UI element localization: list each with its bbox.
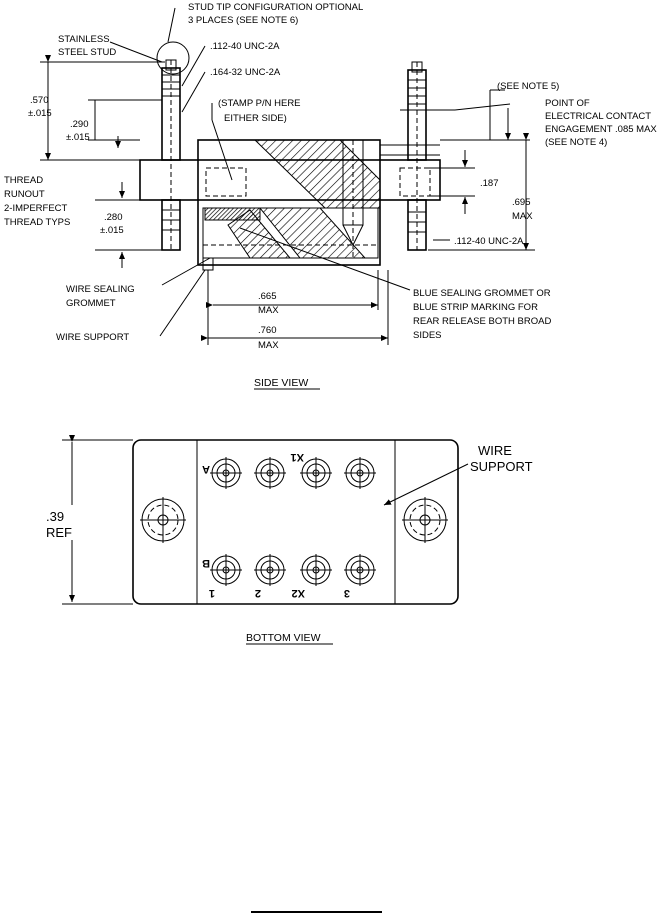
thread-lines — [162, 74, 180, 231]
callout-contact-line2: ELECTRICAL CONTACT — [545, 111, 651, 122]
side-view-labels: STUD TIP CONFIGURATION OPTIONAL 3 PLACES… — [4, 2, 657, 390]
right-mounting-stud — [402, 497, 448, 543]
wire-support-line2: SUPPORT — [470, 459, 533, 474]
callout-see-note5: (SEE NOTE 5) — [497, 81, 559, 92]
callout-runout-line3: 2-IMPERFECT — [4, 203, 68, 214]
callout-runout-line4: THREAD TYPS — [4, 217, 70, 228]
callout-blue-line3: REAR RELEASE BOTH BROAD — [413, 316, 551, 327]
callout-thread-112-bottom: .112-40 UNC-2A — [454, 236, 524, 247]
dim-665-max: MAX — [258, 305, 279, 316]
leader-lines — [109, 7, 511, 337]
right-stud — [407, 61, 427, 251]
dim-570: .570 — [30, 95, 49, 106]
side-view-title: SIDE VIEW — [254, 377, 308, 389]
pin-label-X2: X2 — [292, 587, 305, 599]
cavity-2 — [254, 554, 286, 586]
dim-290-tol: ±.015 — [66, 132, 90, 143]
stud-tip-circle — [156, 41, 190, 75]
dim-695: .695 — [512, 197, 531, 208]
callout-contact-line1: POINT OF — [545, 98, 590, 109]
pin-label-A: A — [202, 463, 210, 475]
bottom-view: A X1 B 1 2 X2 3 .39 REF WIRE SUPPORT BOT… — [46, 435, 533, 645]
left-stud — [156, 41, 190, 251]
callout-contact-line4: (SEE NOTE 4) — [545, 137, 607, 148]
callout-grommet-line1: WIRE SEALING — [66, 284, 135, 295]
dim-187: .187 — [480, 178, 499, 189]
dim-570-tol: ±.015 — [28, 108, 52, 119]
right-dimensions — [428, 89, 535, 251]
wire-support-line1: WIRE — [478, 443, 512, 458]
cavity-B — [210, 554, 242, 586]
cavity-X1 — [300, 457, 332, 489]
dim-280-tol: ±.015 — [100, 225, 124, 236]
callout-stud-tip-line2: 3 PLACES (SEE NOTE 6) — [188, 15, 298, 26]
height-dimension: .39 REF — [46, 435, 133, 605]
pin-label-1: 1 — [209, 587, 215, 599]
callout-wire-support: WIRE SUPPORT — [56, 332, 129, 343]
pin-label-3: 3 — [344, 587, 350, 599]
dim-760: .760 — [258, 325, 277, 336]
callout-blue-line1: BLUE SEALING GROMMET OR — [413, 288, 551, 299]
pin-label-2: 2 — [255, 587, 261, 599]
dim-695-max: MAX — [512, 211, 533, 222]
pin-label-B: B — [202, 557, 210, 569]
dim-39: .39 — [46, 509, 64, 524]
callout-thread-112-top: .112-40 UNC-2A — [210, 41, 280, 52]
bottom-view-outline — [132, 439, 459, 605]
dim-290: .290 — [70, 119, 89, 130]
callout-stamp-line2: EITHER SIDE) — [224, 113, 287, 124]
callout-blue-line2: BLUE STRIP MARKING FOR — [413, 302, 538, 313]
connector-body — [139, 139, 441, 271]
callout-thread-164: .164-32 UNC-2A — [210, 67, 281, 78]
wire-support-callout: WIRE SUPPORT — [383, 443, 533, 506]
cavity-A — [210, 457, 242, 489]
cavity-4-top — [344, 457, 376, 489]
contact-cavities — [210, 457, 376, 586]
dim-280: .280 — [104, 212, 123, 223]
dim-665: .665 — [258, 291, 277, 302]
pin-label-X1: X1 — [291, 451, 304, 463]
callout-runout-line1: THREAD — [4, 175, 43, 186]
callout-stainless-line1: STAINLESS — [58, 34, 110, 45]
callout-grommet-line2: GROMMET — [66, 298, 116, 309]
dim-760-max: MAX — [258, 340, 279, 351]
left-mounting-stud — [140, 497, 186, 543]
side-view: STUD TIP CONFIGURATION OPTIONAL 3 PLACES… — [4, 2, 657, 390]
callout-blue-line4: SIDES — [413, 330, 442, 341]
cavity-2-top — [254, 457, 286, 489]
callout-stamp-line1: (STAMP P/N HERE — [218, 98, 301, 109]
left-dimensions — [40, 55, 165, 268]
bottom-dimensions — [201, 270, 389, 345]
cavity-X2 — [300, 554, 332, 586]
callout-stud-tip-line1: STUD TIP CONFIGURATION OPTIONAL — [188, 2, 363, 13]
cavity-3 — [344, 554, 376, 586]
callout-runout-line2: RUNOUT — [4, 189, 45, 200]
bottom-view-title: BOTTOM VIEW — [246, 632, 321, 644]
dim-ref: REF — [46, 525, 72, 540]
pin-labels: A X1 B 1 2 X2 3 — [202, 451, 350, 599]
callout-stainless-line2: STEEL STUD — [58, 47, 116, 58]
callout-contact-line3: ENGAGEMENT .085 MAX — [545, 124, 657, 135]
